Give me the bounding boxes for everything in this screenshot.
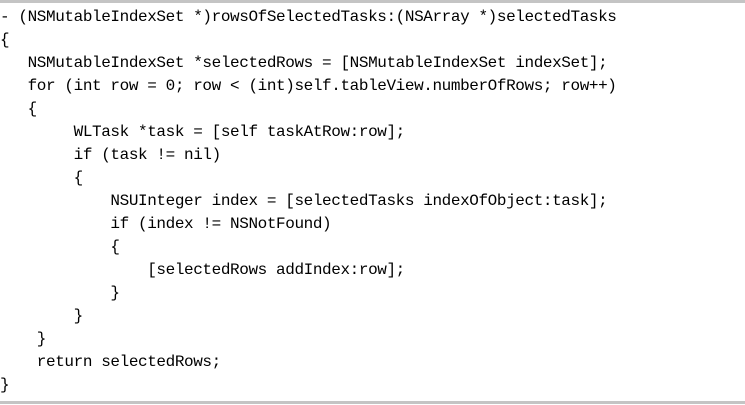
code-line-for-loop: for (int row = 0; row < (int)self.tableV… bbox=[0, 77, 617, 95]
code-line-selected-rows: NSMutableIndexSet *selectedRows = [NSMut… bbox=[0, 54, 608, 72]
code-line-if-open-brace: { bbox=[0, 169, 84, 187]
code-line-inner-open-brace: { bbox=[0, 238, 120, 256]
code-line-method-signature: - (NSMutableIndexSet *)rowsOfSelectedTas… bbox=[0, 8, 617, 26]
code-line-open-brace: { bbox=[0, 31, 10, 49]
code-line-inner-close-brace: } bbox=[0, 284, 120, 302]
code-line-task-at-row: WLTask *task = [self taskAtRow:row]; bbox=[0, 123, 406, 141]
code-listing: - (NSMutableIndexSet *)rowsOfSelectedTas… bbox=[0, 6, 745, 398]
code-line-return: return selectedRows; bbox=[0, 353, 221, 371]
code-line-for-close-brace: } bbox=[0, 330, 47, 348]
code-line-for-open-brace: { bbox=[0, 100, 38, 118]
code-line-if-close-brace: } bbox=[0, 307, 84, 325]
code-line-index-of-object: NSUInteger index = [selectedTasks indexO… bbox=[0, 192, 608, 210]
bottom-divider bbox=[0, 401, 745, 404]
code-line-close-brace: } bbox=[0, 376, 10, 394]
code-line-add-index: [selectedRows addIndex:row]; bbox=[0, 261, 405, 279]
code-line-if-index: if (index != NSNotFound) bbox=[0, 215, 332, 233]
top-divider bbox=[0, 0, 745, 3]
code-line-if-task: if (task != nil) bbox=[0, 146, 222, 164]
